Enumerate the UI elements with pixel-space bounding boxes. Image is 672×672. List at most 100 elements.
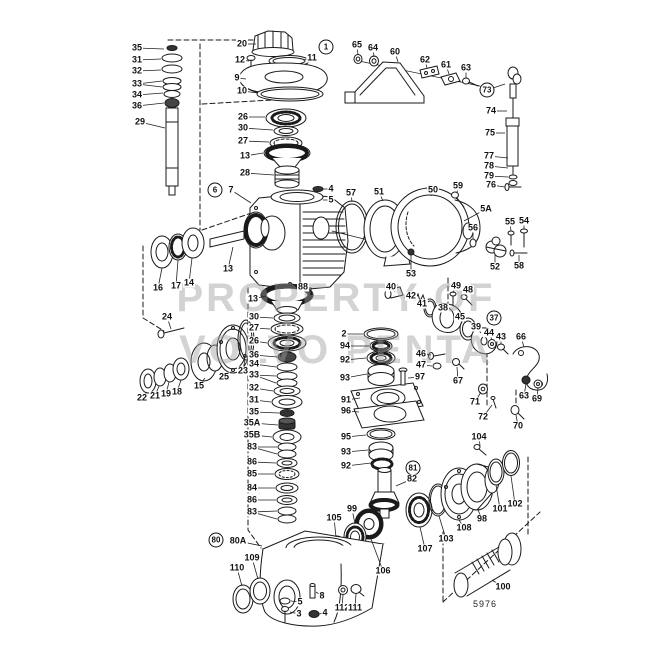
- part-label-5: 5: [327, 194, 335, 205]
- part-label-38: 38: [436, 302, 450, 313]
- part-label-109: 109: [243, 552, 261, 563]
- part-label-23: 23: [236, 365, 250, 376]
- part-label-101: 101: [491, 503, 509, 514]
- part-label-13: 13: [246, 293, 260, 304]
- part-label-5A: 5A: [479, 203, 493, 214]
- part-label-7: 7: [227, 184, 235, 195]
- part-label-32: 32: [130, 65, 144, 76]
- part-label-57: 57: [344, 187, 358, 198]
- part-label-21: 21: [148, 390, 162, 401]
- part-label-51: 51: [372, 186, 386, 197]
- part-label-2: 2: [340, 328, 348, 339]
- part-label-106: 106: [374, 565, 392, 576]
- part-label-11: 11: [306, 52, 318, 63]
- part-label-102: 102: [506, 498, 524, 509]
- part-label-82: 82: [405, 473, 419, 484]
- part-label-86: 86: [245, 494, 259, 505]
- part-label-62: 62: [418, 54, 432, 65]
- part-label-30: 30: [236, 122, 250, 133]
- part-label-36: 36: [130, 100, 144, 111]
- left-pinion-group: [150, 211, 270, 269]
- part-label-108: 108: [455, 522, 473, 533]
- part-label-88: 88: [296, 281, 310, 292]
- part-label-74: 74: [484, 105, 498, 116]
- part-label-64: 64: [366, 42, 380, 53]
- lower-gear-train: [327, 444, 520, 567]
- part-label-33: 33: [130, 78, 144, 89]
- part-label-48: 48: [461, 284, 475, 295]
- part-label-100: 100: [494, 581, 512, 592]
- part-label-36: 36: [247, 349, 261, 360]
- part-label-32: 32: [247, 382, 261, 393]
- part-label-78: 78: [482, 160, 496, 171]
- part-label-17: 17: [169, 280, 183, 291]
- part-label-33: 33: [247, 369, 261, 380]
- part-label-47: 47: [414, 359, 428, 370]
- part-label-18: 18: [170, 386, 184, 397]
- part-label-53: 53: [404, 268, 418, 279]
- part-label-40: 40: [384, 281, 398, 292]
- part-label-66: 66: [514, 331, 528, 342]
- part-label-20: 20: [235, 38, 249, 49]
- part-label-91: 91: [339, 394, 353, 405]
- part-label-27: 27: [247, 322, 261, 333]
- part-label-107: 107: [416, 543, 434, 554]
- part-label-4: 4: [321, 607, 329, 618]
- part-label-79: 79: [482, 170, 496, 181]
- part-label-41: 41: [415, 298, 429, 309]
- prop-shaft-sleeve: [453, 532, 522, 598]
- part-label-9: 9: [233, 72, 241, 83]
- part-label-63: 63: [517, 390, 531, 401]
- part-label-35: 35: [130, 42, 144, 53]
- part-label-80: 80: [208, 532, 224, 548]
- part-label-44: 44: [482, 327, 496, 338]
- part-label-80A: 80A: [228, 535, 248, 546]
- part-label-92: 92: [338, 354, 352, 365]
- part-label-45: 45: [453, 311, 467, 322]
- part-label-97: 97: [413, 371, 427, 382]
- part-label-111: 111: [346, 602, 364, 613]
- part-label-30: 30: [247, 311, 261, 322]
- part-label-52: 52: [488, 261, 502, 272]
- part-label-95: 95: [339, 431, 353, 442]
- part-label-35B: 35B: [242, 429, 262, 440]
- part-label-39: 39: [469, 321, 483, 332]
- shift-rod-group: [505, 66, 522, 186]
- part-label-93: 93: [338, 372, 352, 383]
- part-label-31: 31: [130, 54, 144, 65]
- part-label-86: 86: [245, 456, 259, 467]
- part-label-49: 49: [449, 280, 463, 291]
- pump-stack-group: [238, 30, 328, 203]
- part-label-55: 55: [503, 216, 517, 227]
- part-label-104: 104: [470, 431, 488, 442]
- part-label-70: 70: [511, 420, 525, 431]
- part-label-35A: 35A: [242, 417, 262, 428]
- part-label-25: 25: [217, 371, 231, 382]
- part-label-26: 26: [247, 335, 261, 346]
- part-label-35: 35: [247, 406, 261, 417]
- part-label-24: 24: [160, 311, 174, 322]
- part-label-56: 56: [466, 222, 480, 233]
- part-label-34: 34: [130, 89, 144, 100]
- part-label-8: 8: [318, 590, 326, 601]
- part-label-26: 26: [236, 111, 250, 122]
- part-label-14: 14: [182, 277, 196, 288]
- part-label-10: 10: [235, 85, 249, 96]
- part-label-65: 65: [350, 39, 364, 50]
- part-label-5: 5: [296, 596, 304, 607]
- part-label-1: 1: [318, 39, 334, 55]
- part-label-85: 85: [245, 468, 259, 479]
- part-label-4: 4: [327, 183, 335, 194]
- part-label-110: 110: [228, 562, 246, 573]
- part-label-13: 13: [221, 263, 235, 274]
- part-label-58: 58: [512, 260, 526, 271]
- part-label-42: 42: [404, 290, 418, 301]
- part-label-6: 6: [207, 182, 223, 198]
- left-flange-group: [139, 319, 255, 394]
- part-label-15: 15: [192, 380, 206, 391]
- part-label-12: 12: [233, 54, 247, 65]
- part-label-103: 103: [437, 533, 455, 544]
- part-label-60: 60: [388, 46, 402, 57]
